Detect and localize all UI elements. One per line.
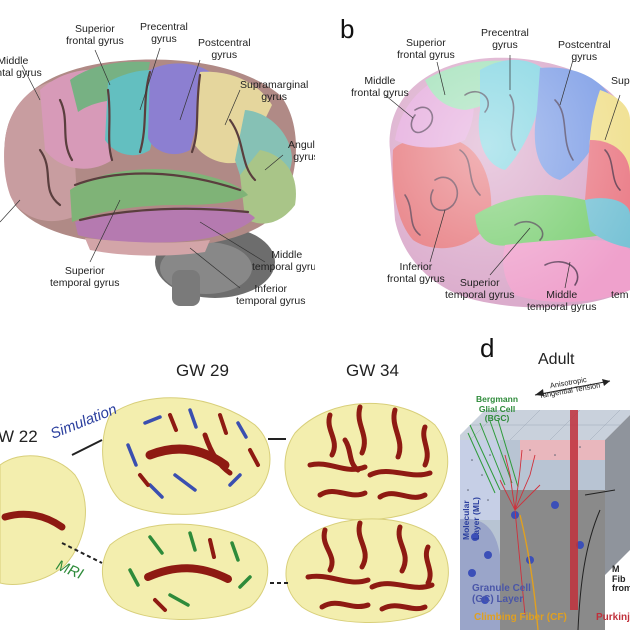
stage-label-gw22: W 22 (0, 427, 38, 446)
brain-model-3d (384, 55, 630, 315)
label-purkinje: Purkinj (596, 612, 630, 623)
label-cropped-top-right: Sup (611, 75, 630, 87)
brain-photo-lateral (0, 47, 297, 306)
folding-simulation-vs-mri (0, 397, 449, 623)
label-angular-gyrus: Angulargyrus (288, 139, 315, 163)
cerebellar-cortex-diagram (460, 379, 630, 630)
panel-c: W 22 GW 29 GW 34 Simulation MRI (0, 315, 460, 630)
panel-d-letter: d (480, 333, 495, 363)
stage-label-gw29: GW 29 (176, 361, 229, 380)
panel-b-letter: b (340, 14, 355, 44)
label-cropped-bottom-right: tem (611, 289, 629, 301)
stage-label-gw34: GW 34 (346, 361, 399, 380)
label-climbing-fiber: Climbing Fiber (CF) (474, 612, 567, 623)
label-granule-cell-layer: Granule Cell(GC) Layer (472, 583, 531, 605)
panel-d-title: Adult (538, 351, 575, 368)
